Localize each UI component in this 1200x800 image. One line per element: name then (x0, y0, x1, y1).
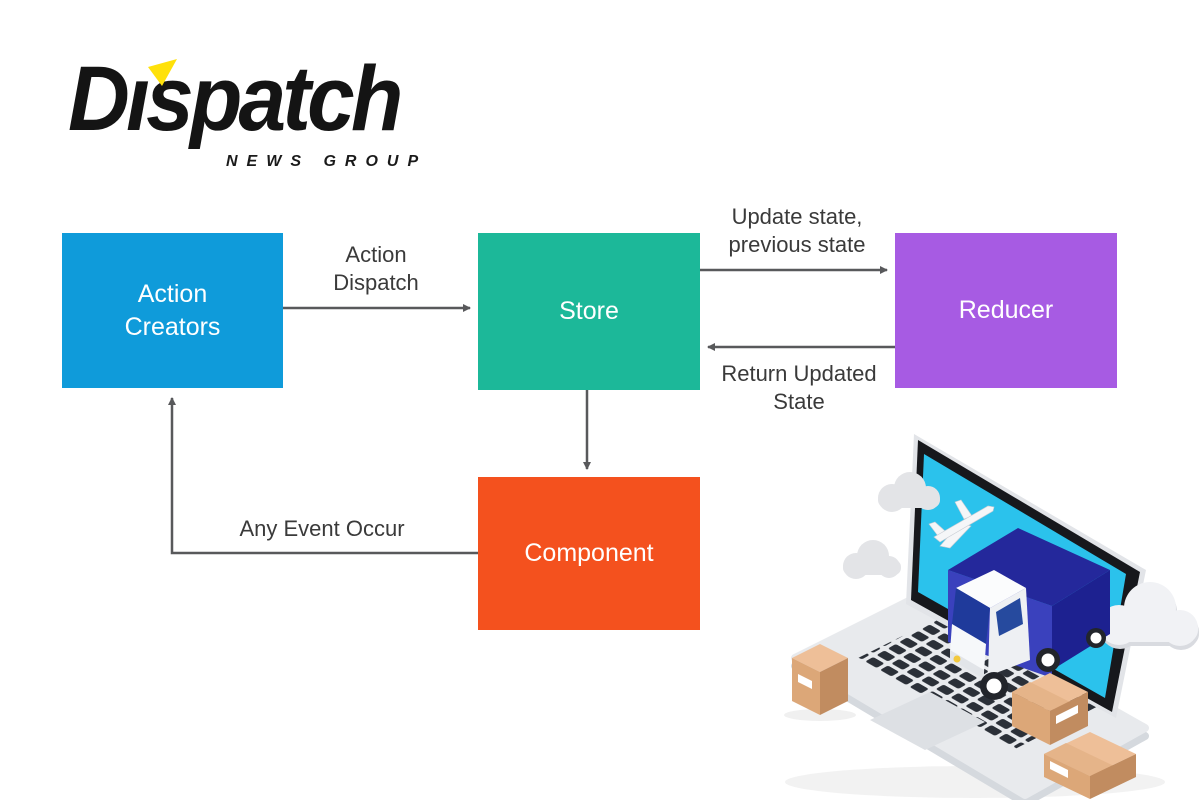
node-action-creators: Action Creators (62, 233, 283, 388)
edge-label-action-dispatch: Action Dispatch (333, 241, 419, 297)
truck-cargo-rear (1052, 570, 1110, 670)
node-reducer: Reducer (895, 233, 1117, 388)
node-label: Creators (124, 312, 221, 341)
node-store: Store (478, 233, 700, 390)
headlight (953, 655, 961, 663)
wheel (1086, 628, 1106, 648)
cardboard-boxes (784, 644, 1136, 799)
cardboard-box (1044, 732, 1136, 799)
cloud (1099, 582, 1199, 650)
cab-front (950, 624, 986, 672)
logo-triangle-icon (148, 59, 177, 86)
airplane (928, 499, 995, 549)
edge-label-line: Action (345, 242, 407, 267)
truck-cargo-top (948, 528, 1110, 606)
clouds (843, 472, 1199, 650)
wheel (1036, 648, 1060, 672)
wheel (980, 672, 1008, 700)
dispatch-logo: Dıspatch NEWS GROUP (68, 48, 468, 186)
cloud (843, 540, 901, 579)
edge-label-line: Return Updated (721, 361, 877, 386)
truck-cab (950, 570, 1030, 679)
laptop-touchpad (870, 692, 985, 750)
cloud (878, 472, 940, 512)
edge-label-return-updated: Return Updated State (721, 360, 876, 416)
edge-label-line: previous state (728, 232, 866, 258)
delivery-truck (948, 528, 1110, 700)
cab-roof (956, 570, 1026, 608)
delivery-illustration (784, 434, 1199, 800)
edge-label-any-event: Any Event Occur (239, 515, 404, 543)
edge-label-line: Update state, (731, 204, 863, 229)
logo-tagline: NEWS GROUP (226, 153, 428, 170)
node-label: Reducer (958, 296, 1054, 325)
cardboard-box (784, 644, 856, 721)
logo-wordmark: Dıspatch (68, 48, 403, 150)
edge-label-line: State (773, 389, 825, 415)
airplane-fuselage (933, 505, 995, 543)
node-label: Store (559, 297, 619, 326)
node-label: Action (137, 280, 208, 308)
cab-windshield (952, 588, 990, 644)
truck-wheels (1036, 628, 1106, 672)
cardboard-box (1012, 673, 1088, 745)
edge-label-update-state: Update state, previous state (729, 203, 866, 259)
node-component: Component (478, 477, 700, 630)
edge-label-line: Any Event Occur (239, 516, 405, 541)
edge-label-line: Dispatch (333, 270, 419, 296)
cab-side-window (996, 598, 1023, 636)
node-label: Component (524, 539, 654, 568)
